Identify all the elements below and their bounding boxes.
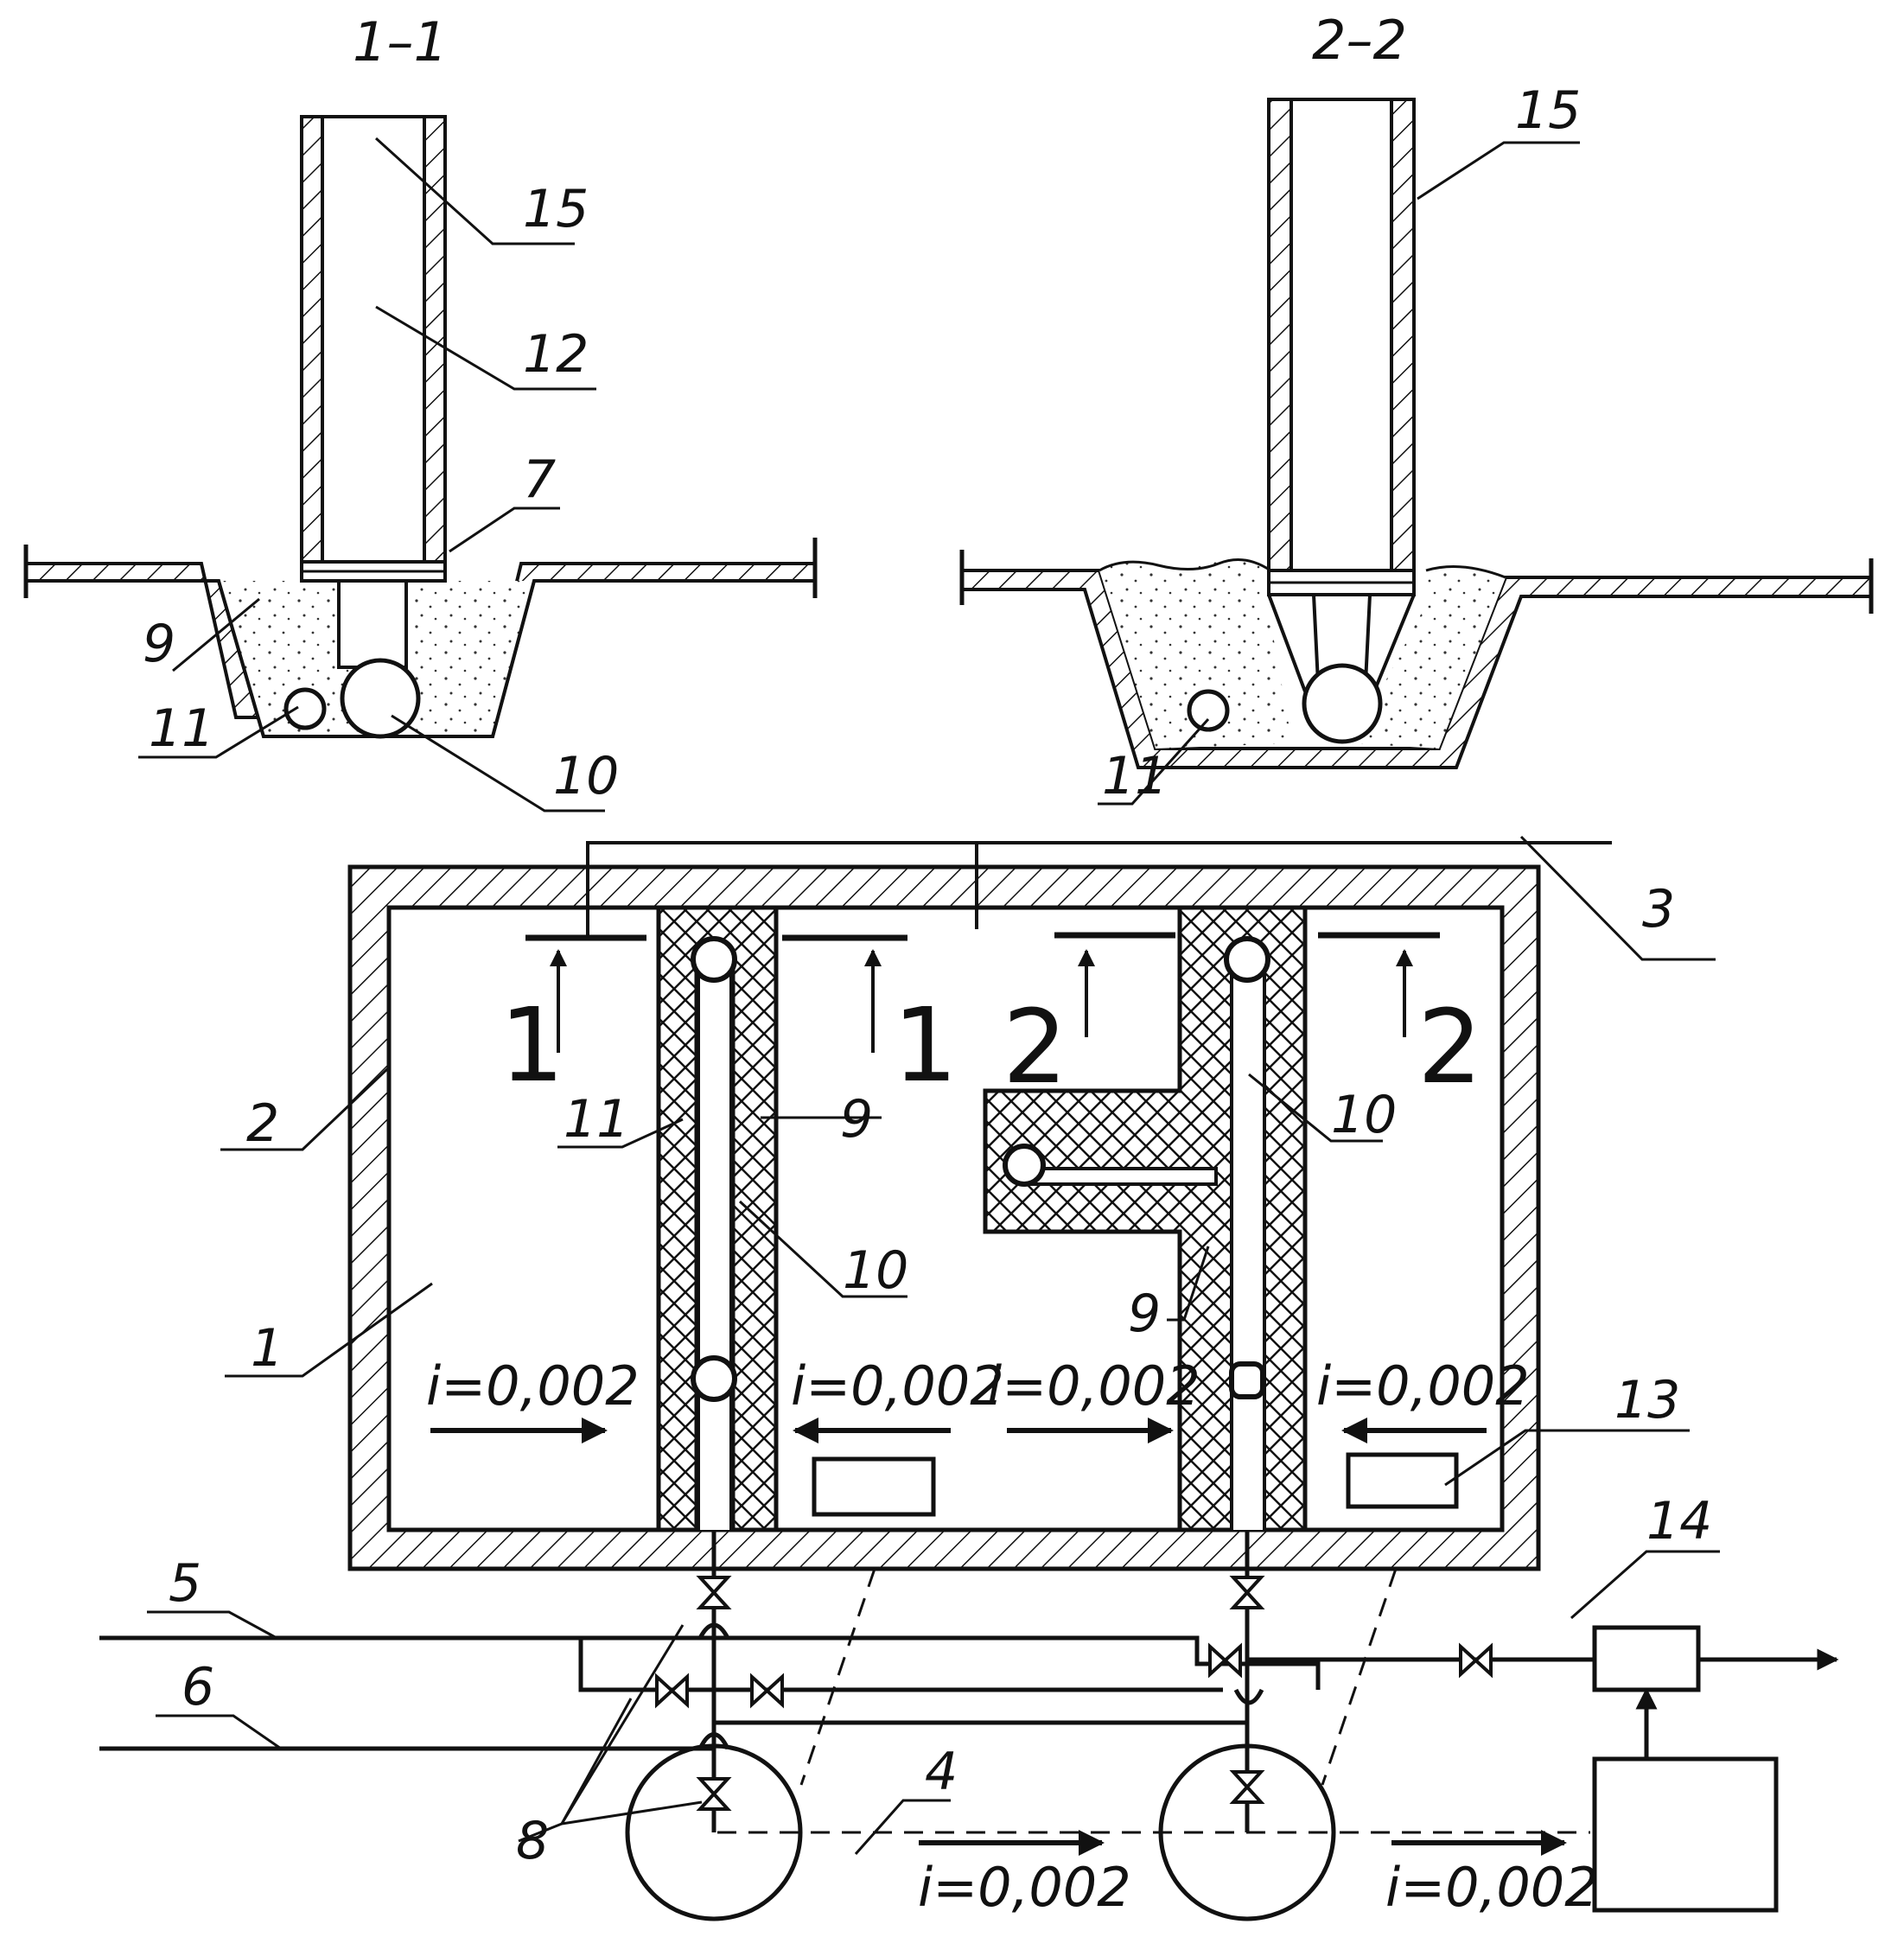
valve-set-8 bbox=[655, 1576, 1493, 1811]
label-7: 7 bbox=[523, 449, 556, 510]
channel-strip-right bbox=[983, 905, 1308, 1532]
control-line-3 bbox=[586, 841, 1612, 938]
label-6: 6 bbox=[181, 1657, 214, 1717]
label-12: 12 bbox=[523, 324, 589, 385]
cut-mark-2: 2 bbox=[1417, 987, 1482, 1106]
section-title-2-2: 2–2 bbox=[1312, 9, 1407, 72]
pipe-node bbox=[691, 936, 737, 983]
label-3: 3 bbox=[1642, 879, 1675, 940]
label-15: 15 bbox=[1515, 80, 1581, 141]
heating-pipe-11 bbox=[283, 687, 327, 730]
cut-mark-2: 2 bbox=[1003, 987, 1067, 1106]
label-15: 15 bbox=[523, 179, 589, 239]
drain-pipe-10 bbox=[1302, 663, 1383, 744]
external-piping bbox=[99, 1530, 1839, 1832]
storage-tank bbox=[1592, 1756, 1779, 1913]
label-1: 1 bbox=[251, 1318, 283, 1379]
section-2-2: 2–2 bbox=[959, 9, 1874, 769]
callout-labels: 15 12 7 9 11 10 15 11 3 2 1 11 9 10 9 10… bbox=[143, 80, 1712, 1871]
heating-pipe-11 bbox=[1187, 689, 1230, 732]
cut-mark-1: 1 bbox=[893, 985, 958, 1105]
label-13: 13 bbox=[1614, 1370, 1680, 1430]
building-wall bbox=[347, 864, 1541, 1571]
drain-pipe-10 bbox=[340, 658, 421, 739]
leader-lines bbox=[138, 137, 1720, 1855]
sewer-line-4 bbox=[717, 1568, 1590, 1834]
label-5: 5 bbox=[169, 1553, 201, 1614]
inspection-box bbox=[812, 1456, 936, 1517]
label-11: 11 bbox=[149, 698, 214, 759]
vertical-stack-pipe bbox=[300, 115, 447, 669]
pipe-node bbox=[1003, 1144, 1046, 1187]
section-1-1: 1–1 bbox=[23, 10, 818, 739]
vertical-stack-pipe bbox=[1267, 98, 1416, 692]
slope-label: i=0,002 bbox=[918, 1856, 1131, 1919]
label-14: 14 bbox=[1646, 1491, 1712, 1552]
slope-label: i=0,002 bbox=[1385, 1856, 1599, 1919]
section-title-1-1: 1–1 bbox=[353, 10, 448, 73]
label-9: 9 bbox=[1128, 1284, 1161, 1344]
label-9: 9 bbox=[840, 1089, 873, 1150]
cut-mark-1: 1 bbox=[500, 985, 564, 1105]
label-10: 10 bbox=[843, 1240, 908, 1301]
slope-label: i=0,002 bbox=[426, 1354, 640, 1418]
label-10: 10 bbox=[553, 746, 619, 806]
plan-view: 1 1 2 2 i=0,002 i=0,002 i=0,002 i=0,002 bbox=[347, 841, 1612, 1571]
label-4: 4 bbox=[925, 1742, 958, 1802]
manhole-well bbox=[625, 1743, 803, 1921]
pipe-node bbox=[1229, 1361, 1265, 1399]
treatment-unit-14 bbox=[1592, 1625, 1701, 1692]
slope-label: i=0,002 bbox=[987, 1354, 1200, 1418]
label-2: 2 bbox=[246, 1093, 279, 1154]
label-8: 8 bbox=[516, 1811, 549, 1871]
pipe-node bbox=[691, 1355, 737, 1402]
slope-label: i=0,002 bbox=[791, 1354, 1004, 1418]
section-cut-markers bbox=[525, 932, 1440, 941]
label-10: 10 bbox=[1331, 1085, 1397, 1145]
manhole-well bbox=[1158, 1743, 1336, 1921]
label-9: 9 bbox=[143, 614, 175, 674]
label-11: 11 bbox=[1102, 746, 1168, 806]
label-11: 11 bbox=[564, 1089, 629, 1150]
inspection-box bbox=[1346, 1452, 1459, 1509]
pipe-node bbox=[1224, 936, 1270, 983]
slope-label: i=0,002 bbox=[1316, 1354, 1530, 1418]
